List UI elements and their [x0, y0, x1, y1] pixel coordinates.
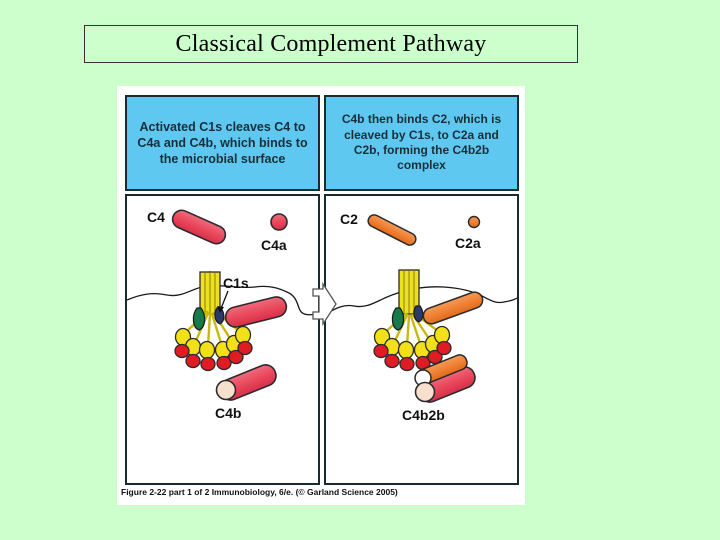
diagram-panel-left: Activated C1s cleaves C4 to C4a and C4b,… — [125, 95, 320, 485]
panel-right-header-text: C4b then binds C2, which is cleaved by C… — [341, 112, 502, 173]
c4b-label: C4b — [215, 405, 241, 421]
step-arrow-icon — [312, 282, 337, 326]
thioester-cap-icon — [414, 381, 436, 403]
thioester-cap-icon — [215, 379, 237, 401]
microbial-surface-line — [326, 286, 517, 315]
c4-label: C4 — [147, 209, 165, 225]
c4a-label: C4a — [261, 237, 287, 253]
c4-protein-icon — [171, 209, 227, 245]
panel-right-illustration: C2 C2a — [326, 211, 517, 423]
c1s-label: C1s — [223, 275, 249, 291]
c1s-node-icon — [214, 307, 225, 325]
slide-title-box: Classical Complement Pathway — [84, 25, 578, 63]
figure-container: Activated C1s cleaves C4 to C4a and C4b,… — [117, 86, 525, 505]
c4b2b-complex-icon — [414, 354, 476, 403]
c2-label: C2 — [340, 211, 358, 227]
diagram-panel-right: C4b then binds C2, which is cleaved by C… — [324, 95, 519, 485]
c4-bound-rod-icon — [224, 296, 288, 328]
c2a-label: C2a — [455, 235, 481, 251]
c1r-icon — [391, 307, 405, 331]
c2-protein-icon — [367, 214, 417, 246]
panel-left-body: C4 C4a — [125, 194, 320, 485]
c2a-fragment-icon — [467, 215, 481, 229]
panel-left-header: Activated C1s cleaves C4 to C4a and C4b,… — [125, 95, 320, 191]
microbial-surface-line — [127, 284, 318, 316]
c1s-leader-arrowhead — [217, 306, 224, 313]
c1r-icon — [192, 307, 206, 331]
c1s-node-icon — [413, 305, 424, 323]
c4b-icon — [215, 364, 277, 401]
panel-left-illustration: C4 C4a — [127, 209, 318, 421]
c1-complex-icon — [373, 269, 452, 372]
panel-right-body: C2 C2a — [324, 194, 519, 485]
panel-right-header: C4b then binds C2, which is cleaved by C… — [324, 95, 519, 191]
c4a-fragment-icon — [270, 213, 288, 231]
panel-left-header-text: Activated C1s cleaves C4 to C4a and C4b,… — [137, 120, 308, 166]
page-title: Classical Complement Pathway — [175, 30, 487, 57]
c2-bound-rod-icon — [422, 291, 484, 325]
c4b2b-label: C4b2b — [402, 407, 445, 423]
figure-caption: Figure 2-22 part 1 of 2 Immunobiology, 6… — [121, 487, 398, 497]
